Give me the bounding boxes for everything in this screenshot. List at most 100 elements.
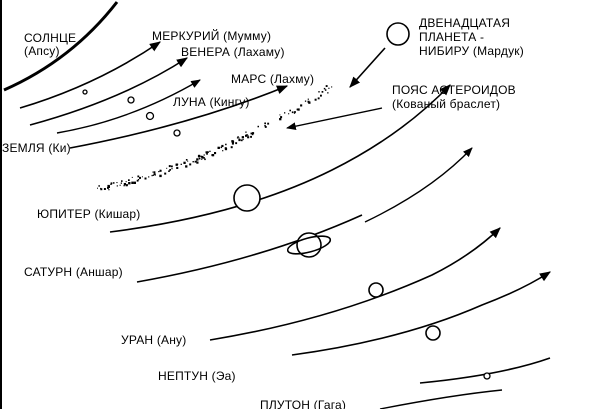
asteroid-dot [125,184,128,187]
asteroid-dot [137,179,140,181]
asteroid-dot [195,160,197,162]
asteroid-belt-label-line2: (Кованый браслет) [392,97,501,111]
asteroid-dot [123,185,125,187]
asteroid-dot [250,135,252,138]
asteroid-dot [198,154,201,157]
asteroid-dot [331,86,333,88]
asteroid-dot [196,161,199,164]
asteroid-dot [148,176,150,178]
asteroid-dot [144,177,147,180]
asteroid-dot [128,179,130,181]
mercury-orbit [19,41,161,109]
asteroid-dot [189,163,192,166]
asteroid-dot [230,146,233,149]
asteroid-dot [238,138,241,142]
asteroid-dot [206,153,208,155]
mars-label: МАРС (Лахму) [231,72,315,86]
asteroid-dot [247,136,250,139]
asteroid-dot [152,174,155,176]
saturn-label: САТУРН (Аншар) [24,265,123,279]
asteroid-dot [203,154,205,156]
asteroid-dot [120,182,122,184]
asteroid-dot [194,160,197,163]
asteroid-dot [116,182,118,184]
asteroid-dot [176,166,179,169]
asteroid-dot [133,181,136,184]
pluto-orbit [419,357,551,384]
sun-label-line2: (Апсу) [24,44,60,58]
asteroid-dot [131,181,134,184]
asteroid-dot [307,100,310,103]
asteroid-dot [264,122,266,125]
asteroid-dot [183,161,186,164]
asteroid-dot [128,182,131,185]
asteroid-dot [314,98,317,101]
asteroid-dot [100,187,102,189]
asteroid-dot [317,97,320,100]
asteroid-dot [159,169,162,172]
asteroid-dot [110,182,113,185]
moon-orbit [56,79,201,134]
nibiru-label-line2: ПЛАНЕТА - [419,30,485,44]
mercury-planet [82,89,88,95]
asteroid-dot [264,126,267,128]
earth-label: ЗЕМЛЯ (Ки) [2,141,71,155]
asteroid-dot [209,150,211,152]
asteroid-dot [257,125,259,128]
moon-planet [145,111,155,121]
asteroid-dot [321,91,324,93]
asteroid-dot [168,170,170,172]
asteroid-dot [108,185,110,188]
asteroid-dot [225,143,227,146]
earth-planet [173,129,181,137]
asteroid-dot [279,114,281,116]
nibiru-label-line1: ДВЕНАДЦАТАЯ [419,16,511,30]
saturn-planet [286,232,332,258]
asteroid-dot [294,111,296,113]
asteroid-dot [131,176,133,178]
asteroid-dot [141,176,143,178]
asteroid-dot [159,174,162,178]
asteroid-dot [224,147,227,150]
asteroid-dot [245,131,247,133]
saturn-orbit [136,214,363,283]
asteroid-dot [185,165,188,168]
asteroid-dot [123,183,126,186]
venus-label: ВЕНЕРА (Лахаму) [181,45,285,59]
asteroid-dot [217,146,220,149]
asteroid-dot [192,161,194,163]
asteroid-dot [177,163,179,165]
asteroid-dot [207,151,209,153]
asteroid-dot [152,171,154,173]
asteroid-dot [251,133,254,136]
asteroid-dot [204,158,206,161]
asteroid-dot [320,94,322,97]
asteroid-belt [97,85,333,191]
asteroid-dot [235,142,238,145]
asteroid-dot [264,125,266,127]
asteroid-dot [251,132,255,135]
nibiru-planet [386,22,410,46]
neptune-label: НЕПТУН (Эа) [158,369,236,383]
asteroid-dot [203,157,205,159]
asteroid-dot [103,188,106,190]
asteroid-dot [237,136,239,138]
asteroid-dot [136,179,139,182]
asteroid-dot [171,168,173,170]
asteroid-dot [241,136,244,139]
asteroid-belt-pointer [286,107,383,131]
asteroid-dot [187,160,189,162]
asteroid-dot [153,171,156,173]
asteroid-dot [164,172,167,175]
asteroid-dot [198,157,201,160]
asteroid-dot [137,175,140,178]
asteroid-dot [185,159,188,161]
asteroid-dot [168,165,171,168]
venus-planet [127,96,135,104]
asteroid-dot [240,139,243,142]
asteroid-dot [153,173,156,176]
earth-orbit [69,85,289,149]
sun-label-line1: СОЛНЦЕ [24,31,77,45]
asteroid-dot [325,85,328,87]
